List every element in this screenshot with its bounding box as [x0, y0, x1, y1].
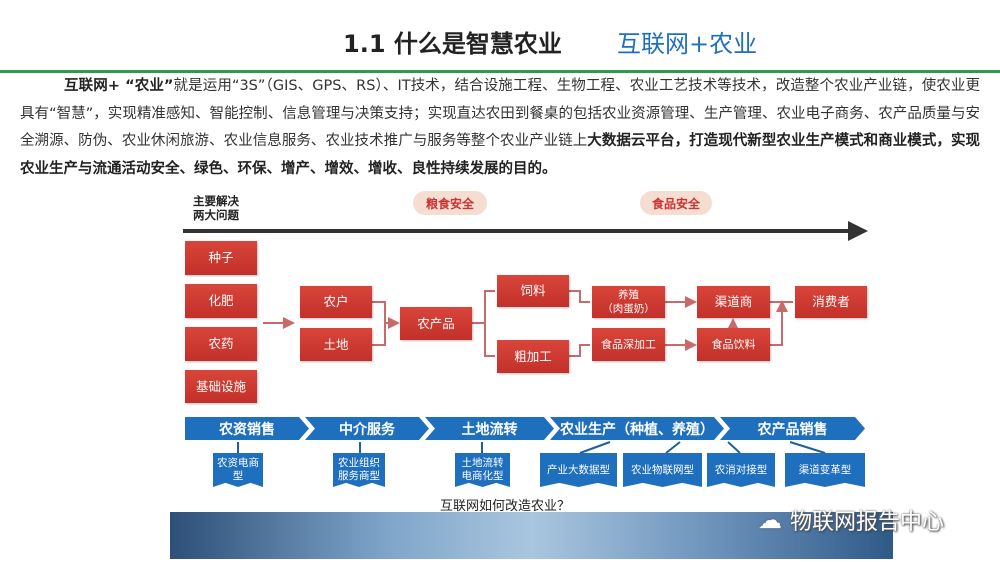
- pill-grain-safety: 粮食安全: [413, 191, 487, 215]
- model-channel-reform: 渠道变革型: [785, 453, 865, 487]
- watermark: 物联网报告中心: [790, 510, 945, 535]
- problems-label-1: 主要解决: [193, 194, 239, 208]
- para-bold-start: 互联网+ “农业”: [64, 78, 174, 94]
- para-text: 就是运用“3S”（GIS、GPS、RS）、IT技术，结合设施工程、生物工程、农业…: [20, 78, 980, 149]
- node-feed: 饲料: [497, 275, 569, 307]
- node-deep-processing: 食品深加工: [592, 328, 665, 361]
- page-subtitle: 互联网+农业: [617, 30, 758, 58]
- breeding-sub: （肉蛋奶）: [602, 303, 655, 315]
- diagram-caption: 互联网如何改造农业？: [440, 499, 571, 514]
- model-big-data: 产业大数据型: [540, 453, 617, 487]
- node-breeding: 养殖 （肉蛋奶）: [592, 286, 665, 318]
- node-channel: 渠道商: [697, 286, 770, 318]
- input-infrastructure: 基础设施: [185, 370, 257, 403]
- world-map-banner: [170, 512, 893, 559]
- stage-product-sales: 农产品销售: [720, 417, 865, 440]
- intro-paragraph: 互联网+ “农业”就是运用“3S”（GIS、GPS、RS）、IT技术，结合设施工…: [20, 73, 980, 183]
- stage-input-sales: 农资销售: [185, 417, 309, 440]
- model-land-ecommerce: 土地流转电商化型: [455, 453, 510, 487]
- model-input-ecommerce: 农资电商型: [213, 453, 263, 487]
- breeding-label: 养殖: [618, 289, 639, 301]
- para-bold-end: 大数据云平台，打造现代新型农业生产模式和商业模式，实现农业生产与流通活动安全、绿…: [20, 133, 980, 177]
- stage-intermediary: 中介服务: [305, 417, 429, 440]
- wechat-icon: ☁: [758, 506, 782, 534]
- page-title: 1.1 什么是智慧农业: [343, 30, 562, 58]
- problems-label: 主要解决两大问题: [193, 194, 239, 222]
- node-beverage: 食品饮料: [697, 328, 770, 361]
- node-farmer: 农户: [300, 286, 372, 318]
- input-pesticide: 农药: [185, 327, 257, 361]
- node-rough-processing: 粗加工: [497, 340, 569, 373]
- model-iot: 农业物联网型: [623, 453, 702, 487]
- input-seed: 种子: [185, 241, 257, 275]
- model-org-service: 农业组织服务商型: [333, 453, 385, 487]
- problems-label-2: 两大问题: [193, 208, 239, 222]
- pill-food-safety: 食品安全: [640, 191, 712, 215]
- node-consumer: 消费者: [795, 286, 867, 318]
- divider: [0, 70, 1000, 73]
- node-product: 农产品: [400, 307, 472, 340]
- input-fertilizer: 化肥: [185, 284, 257, 318]
- stage-production: 农业生产（种植、养殖）: [550, 417, 724, 440]
- node-land: 土地: [300, 328, 372, 361]
- stage-land-transfer: 土地流转: [425, 417, 554, 440]
- model-farm-consumer: 农消对接型: [707, 453, 775, 487]
